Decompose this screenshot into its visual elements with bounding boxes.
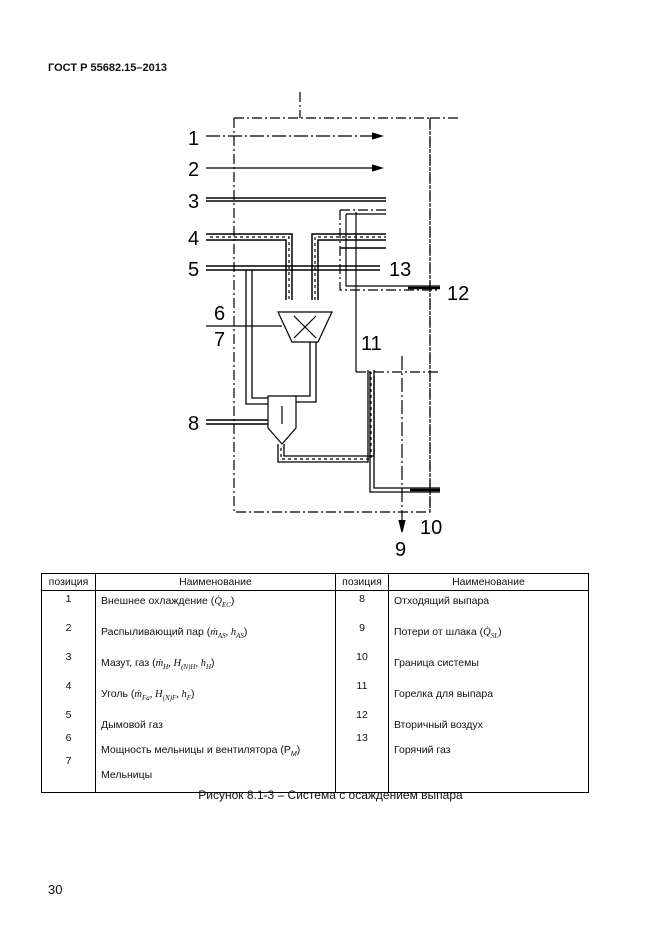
list-item: Распыливающий пар (ṁAS, hAS): [101, 626, 248, 641]
stream-5-pipe: [206, 265, 380, 271]
legend-table: позиция Наименование позиция Наименовани…: [41, 573, 589, 793]
list-item: Потери от шлака (Q̇SL): [394, 626, 502, 641]
header-position-right: позиция: [335, 573, 389, 591]
list-item-num: 9: [359, 622, 365, 634]
label-7: 7: [214, 329, 225, 351]
left-name-col: Внешнее охлаждение (Q̇EC) Распыливающий …: [95, 590, 336, 793]
list-item-num: 2: [65, 622, 72, 634]
list-item-num: 8: [359, 593, 365, 605]
label-3: 3: [188, 191, 199, 213]
stream-4-out: [311, 233, 386, 300]
stream-2-arrow: [371, 164, 385, 172]
list-item-num: 4: [65, 680, 72, 692]
label-1: 1: [188, 128, 199, 150]
list-item-num: 1: [65, 593, 72, 605]
label-6: 6: [214, 303, 225, 325]
list-item: Горячий газ: [394, 744, 451, 756]
list-item: Отходящий выпара: [394, 595, 490, 607]
list-item: Мельницы: [101, 769, 153, 781]
right-name-col: Отходящий выпара Потери от шлака (Q̇SL) …: [388, 590, 589, 793]
list-item-num: 5: [65, 709, 72, 721]
list-item: Мощность мельницы и вентилятора (PM): [101, 744, 301, 759]
header-name-right: Наименование: [388, 573, 589, 591]
boundary-right-line: [429, 117, 458, 512]
list-item: Дымовой газ: [101, 719, 163, 731]
system-diagram: 1 2 3 4 5 6 7 8 9 10 11 12 13: [188, 92, 469, 561]
stream-4-pipe: [206, 233, 293, 300]
header-position-left: позиция: [41, 573, 96, 591]
list-item-num: 11: [356, 680, 368, 692]
list-item-num: 10: [356, 651, 368, 663]
label-10: 10: [420, 517, 442, 539]
header-name-left: Наименование: [95, 573, 336, 591]
recirc-line: [339, 209, 440, 291]
label-9: 9: [395, 539, 406, 561]
right-num-col: 8 9 10 11 12 13: [335, 590, 389, 793]
label-4: 4: [188, 228, 199, 250]
label-12: 12: [447, 283, 469, 305]
list-item: Мазут, газ (ṁH, H(N)H, hH): [101, 657, 215, 672]
left-num-col: 1 2 3 4 5 6 7: [41, 590, 96, 793]
list-item: Вторичный воздух: [394, 719, 483, 731]
list-item-num: 6: [65, 732, 72, 744]
list-item: Горелка для выпара: [394, 688, 494, 700]
system-boundary: [233, 117, 431, 513]
stream-9-arrow: [398, 519, 406, 533]
figure-caption: Рисунок 8.1-3 – Система с осаждением вып…: [198, 788, 463, 802]
stream-12-line: [345, 213, 440, 287]
stream-11-burner: [369, 372, 440, 493]
list-item: Граница системы: [394, 657, 479, 669]
label-5: 5: [188, 259, 199, 281]
list-item: Уголь (ṁFa, H(N)F, hF): [101, 688, 195, 703]
label-2: 2: [188, 159, 199, 181]
stream-1-arrow: [371, 132, 385, 140]
list-item-num: 12: [356, 709, 368, 721]
list-item-num: 3: [65, 651, 72, 663]
label-8: 8: [188, 413, 199, 435]
document-header: ГОСТ Р 55682.15–2013: [48, 62, 167, 74]
list-item-num: 13: [356, 732, 368, 744]
list-item: Внешнее охлаждение (Q̇EC): [101, 595, 235, 610]
page-number: 30: [48, 882, 63, 897]
list-item-num: 7: [65, 755, 72, 767]
mill-to-cyclone: [245, 270, 268, 405]
label-11: 11: [361, 333, 382, 355]
label-13: 13: [389, 259, 411, 281]
